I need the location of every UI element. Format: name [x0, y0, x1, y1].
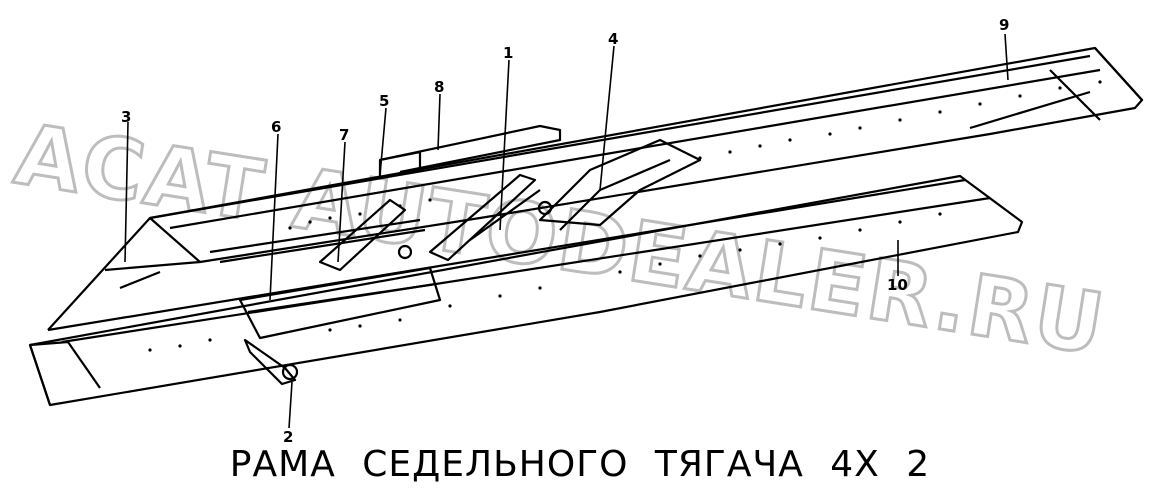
cross-member-6 — [238, 266, 442, 340]
spring-bracket-2 — [243, 338, 297, 386]
front-bumper-plate — [47, 217, 201, 331]
bolt-head — [537, 200, 553, 216]
cross-member-1 — [428, 173, 541, 262]
rivet-holes — [148, 80, 1102, 352]
callout-5: 5 — [379, 92, 389, 110]
bolt-head — [281, 363, 299, 381]
callout-4: 4 — [608, 30, 618, 48]
callout-6: 6 — [271, 118, 281, 136]
rear-end-box — [969, 47, 1143, 130]
bracket-8 — [379, 124, 562, 174]
side-rail-near-top-flange — [47, 178, 991, 344]
diagram-caption: РАМА СЕДЕЛЬНОГО ТЯГАЧА 4Х 2 — [229, 444, 931, 485]
leader-lines — [124, 33, 1009, 429]
callout-9: 9 — [999, 16, 1009, 34]
bolt-head — [397, 244, 413, 260]
callout-8: 8 — [434, 78, 444, 96]
callout-1: 1 — [503, 44, 513, 62]
callout-2: 2 — [283, 428, 293, 446]
side-rail-far-top-flange — [149, 54, 1101, 230]
callout-7: 7 — [339, 126, 349, 144]
callout-3: 3 — [121, 108, 131, 126]
callout-10: 10 — [887, 276, 908, 294]
cross-member-7 — [318, 198, 407, 272]
front-end-box — [28, 340, 101, 406]
